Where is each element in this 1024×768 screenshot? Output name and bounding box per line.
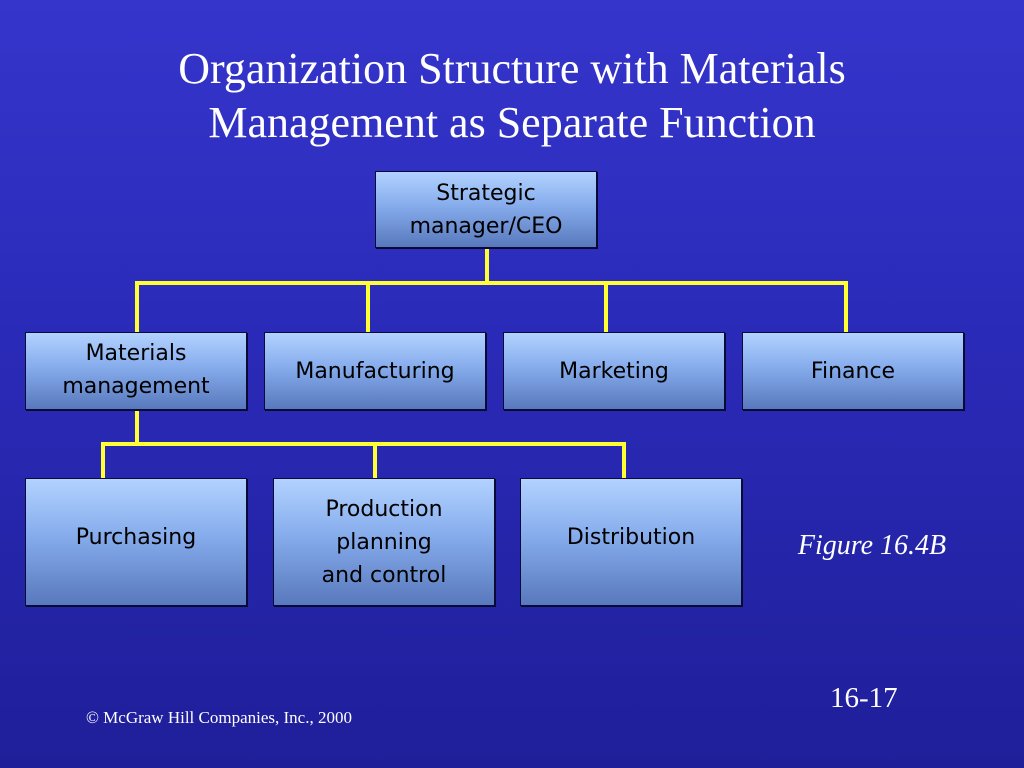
org-box-production-line-3: and control — [321, 562, 447, 588]
org-box-materials-management: Materials management — [25, 332, 247, 410]
connector-to-production — [373, 442, 377, 479]
connector-functions-bus — [135, 281, 848, 285]
org-box-marketing-label: Marketing — [559, 359, 669, 384]
connector-to-purchasing — [101, 442, 105, 479]
title-line-1: Organization Structure with Materials — [178, 44, 846, 93]
figure-label: Figure 16.4B — [797, 530, 947, 561]
connector-to-marketing — [604, 281, 608, 333]
connector-to-finance — [844, 281, 848, 333]
org-box-finance-label: Finance — [810, 359, 896, 384]
org-box-purchasing: Purchasing — [25, 478, 247, 606]
org-box-marketing: Marketing — [503, 332, 725, 410]
org-box-materials-line-2: management — [62, 374, 210, 399]
org-box-manufacturing: Manufacturing — [264, 332, 486, 410]
page-number: 16-17 — [830, 682, 898, 714]
connector-to-manufacturing — [366, 281, 370, 333]
org-box-ceo-line-2: manager/CEO — [409, 213, 563, 239]
org-box-distribution-label: Distribution — [566, 524, 696, 550]
org-box-manufacturing-label: Manufacturing — [295, 359, 455, 384]
org-box-materials-line-1: Materials — [85, 341, 187, 366]
org-box-purchasing-label: Purchasing — [75, 524, 197, 550]
slide-title: Organization Structure with Materials Ma… — [0, 42, 1024, 150]
org-box-production-line-2: planning — [336, 529, 432, 555]
org-box-ceo-line-1: Strategic — [436, 180, 536, 206]
org-box-finance: Finance — [742, 332, 964, 410]
connector-to-materials — [135, 281, 139, 333]
connector-ceo-down — [485, 247, 489, 283]
title-line-2: Management as Separate Function — [208, 98, 816, 147]
org-box-production-planning: Production planning and control — [273, 478, 495, 606]
connector-materials-down — [135, 409, 139, 444]
org-box-ceo: Strategic manager/CEO — [375, 171, 597, 248]
connector-subunits-bus — [101, 442, 626, 446]
connector-to-distribution — [622, 442, 626, 479]
org-box-production-line-1: Production — [325, 496, 443, 522]
org-box-distribution: Distribution — [520, 478, 742, 606]
copyright-notice: © McGraw Hill Companies, Inc., 2000 — [86, 708, 352, 727]
